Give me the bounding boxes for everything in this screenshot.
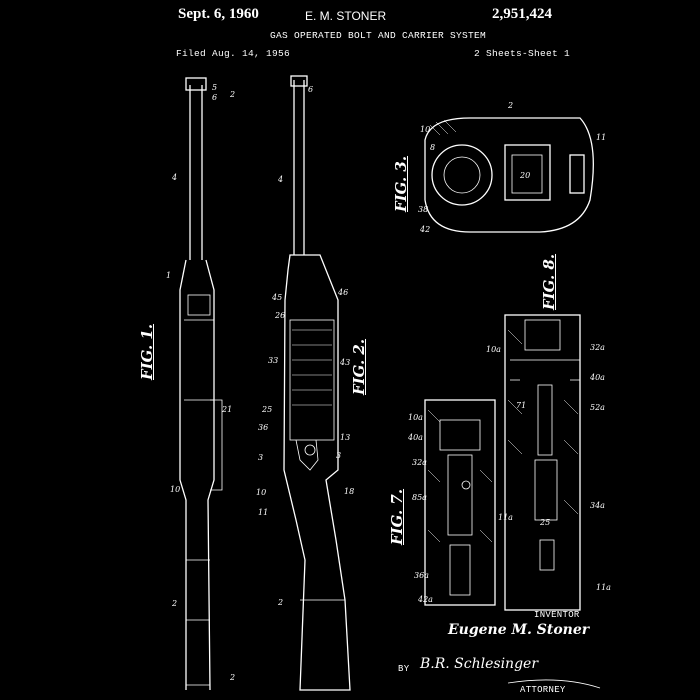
svg-text:71: 71: [516, 401, 526, 410]
fig8-bolt-carrier-section: 32a 40a 52a 10a 71 34a 11a 25: [486, 315, 611, 610]
svg-text:21: 21: [221, 405, 232, 414]
svg-text:4: 4: [171, 173, 177, 182]
svg-text:2: 2: [277, 598, 283, 607]
svg-text:2: 2: [229, 673, 235, 682]
svg-text:3: 3: [336, 451, 341, 460]
svg-text:13: 13: [340, 433, 350, 442]
inventor-signature: Eugene M. Stoner: [448, 622, 589, 638]
svg-text:11: 11: [596, 133, 606, 142]
svg-text:10: 10: [256, 488, 266, 497]
svg-text:4: 4: [277, 175, 283, 184]
svg-text:20: 20: [519, 171, 530, 180]
svg-text:10a: 10a: [408, 413, 423, 422]
svg-text:11: 11: [258, 508, 268, 517]
svg-text:36a: 36a: [414, 571, 429, 580]
fig2-rifle-side-view: 4 45 26 33 25 36 3 10 11 3 18 13 46 43 2…: [256, 76, 354, 690]
svg-text:40a: 40a: [589, 373, 605, 382]
svg-text:10: 10: [420, 125, 430, 134]
fig7-bolt-detail-section: 10a 40a 32a 85a 36a 42a 11a: [407, 400, 513, 605]
svg-text:6: 6: [212, 93, 217, 102]
svg-text:85a: 85a: [412, 493, 427, 502]
svg-text:52a: 52a: [590, 403, 605, 412]
svg-text:45: 45: [271, 293, 282, 302]
svg-text:32a: 32a: [412, 458, 427, 467]
svg-text:11a: 11a: [498, 513, 513, 522]
svg-text:10a: 10a: [486, 345, 501, 354]
svg-text:10: 10: [170, 485, 180, 494]
svg-text:43: 43: [339, 358, 350, 367]
svg-text:40a: 40a: [407, 433, 423, 442]
svg-text:38: 38: [418, 205, 428, 214]
svg-text:5: 5: [212, 83, 217, 92]
svg-text:2: 2: [229, 90, 235, 99]
svg-text:34a: 34a: [590, 501, 605, 510]
attorney-signature: B.R. Schlesinger: [420, 656, 538, 672]
inventor-label: INVENTOR: [534, 610, 580, 620]
by-label: BY: [398, 664, 409, 674]
svg-text:46: 46: [337, 288, 348, 297]
svg-text:1: 1: [166, 271, 171, 280]
svg-text:8: 8: [430, 143, 435, 152]
svg-text:25: 25: [539, 518, 550, 527]
svg-text:11a: 11a: [596, 583, 611, 592]
svg-text:42: 42: [419, 225, 430, 234]
fig3-bolt-end-view: 2 10 8 38 42 20 11: [418, 101, 606, 234]
svg-text:42a: 42a: [417, 595, 433, 604]
svg-text:6: 6: [308, 85, 313, 94]
svg-text:3: 3: [258, 453, 263, 462]
svg-text:2: 2: [507, 101, 513, 110]
fig1-rifle-top-view: 4 1 21 10 2 6 5 2 2: [166, 78, 235, 690]
svg-text:36: 36: [258, 423, 268, 432]
svg-text:18: 18: [344, 487, 354, 496]
attorney-label: ATTORNEY: [520, 685, 566, 695]
svg-text:32a: 32a: [590, 343, 605, 352]
svg-text:25: 25: [261, 405, 272, 414]
svg-text:26: 26: [274, 311, 285, 320]
svg-text:33: 33: [268, 356, 278, 365]
svg-text:2: 2: [171, 599, 177, 608]
